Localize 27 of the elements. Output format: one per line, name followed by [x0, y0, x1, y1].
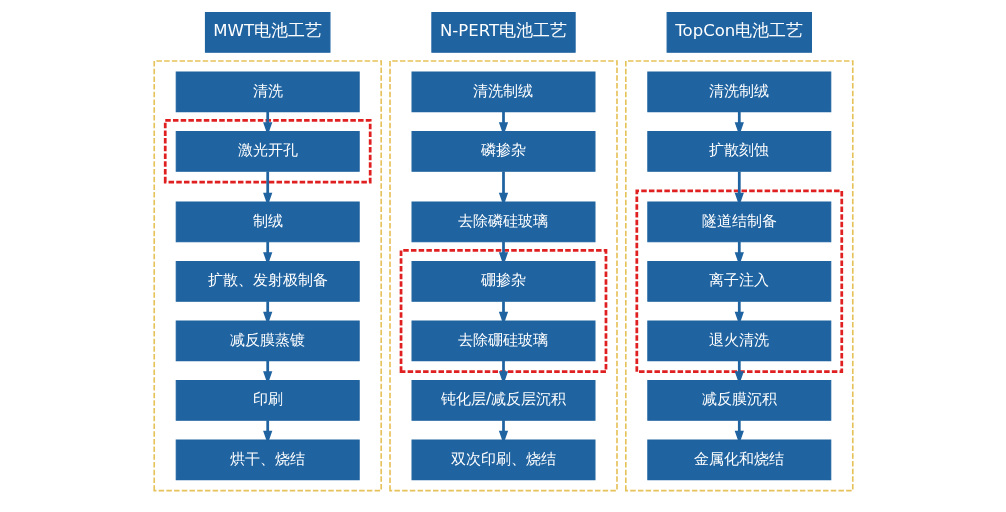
node-box: 激光开孔	[175, 130, 360, 172]
node-box: 钝化层/减反层沉积	[411, 379, 595, 421]
node-box: 硼掺杂	[411, 260, 595, 302]
cluster	[388, 60, 618, 492]
node-box: 清洗制绒	[646, 71, 831, 113]
node-box: 退火清洗	[646, 320, 831, 362]
node-box: 制绒	[175, 201, 360, 243]
node-box: N-PERT电池工艺	[430, 11, 576, 53]
node-box: 离子注入	[646, 260, 831, 302]
node-box: 双次印刷、烧结	[411, 439, 595, 481]
node-box: 减反膜蒸镀	[175, 320, 360, 362]
node-box: 扩散、发射极制备	[175, 260, 360, 302]
cluster	[624, 60, 854, 492]
node-box: 磷掺杂	[411, 130, 595, 172]
node-box: 烘干、烧结	[175, 439, 360, 481]
node-box: TopCon电池工艺	[666, 11, 812, 53]
node-box: 减反膜沉积	[646, 379, 831, 421]
cluster	[152, 60, 382, 492]
node-box: 清洗	[175, 71, 360, 113]
node-box: MWT电池工艺	[204, 11, 330, 53]
node-box: 去除磷硅玻璃	[411, 201, 595, 243]
node-box: 金属化和烧结	[646, 439, 831, 481]
node-box: 去除硼硅玻璃	[411, 320, 595, 362]
node-box: 扩散刻蚀	[646, 130, 831, 172]
node-box: 清洗制绒	[411, 71, 595, 113]
node-box: 隧道结制备	[646, 201, 831, 243]
node-box: 印刷	[175, 379, 360, 421]
